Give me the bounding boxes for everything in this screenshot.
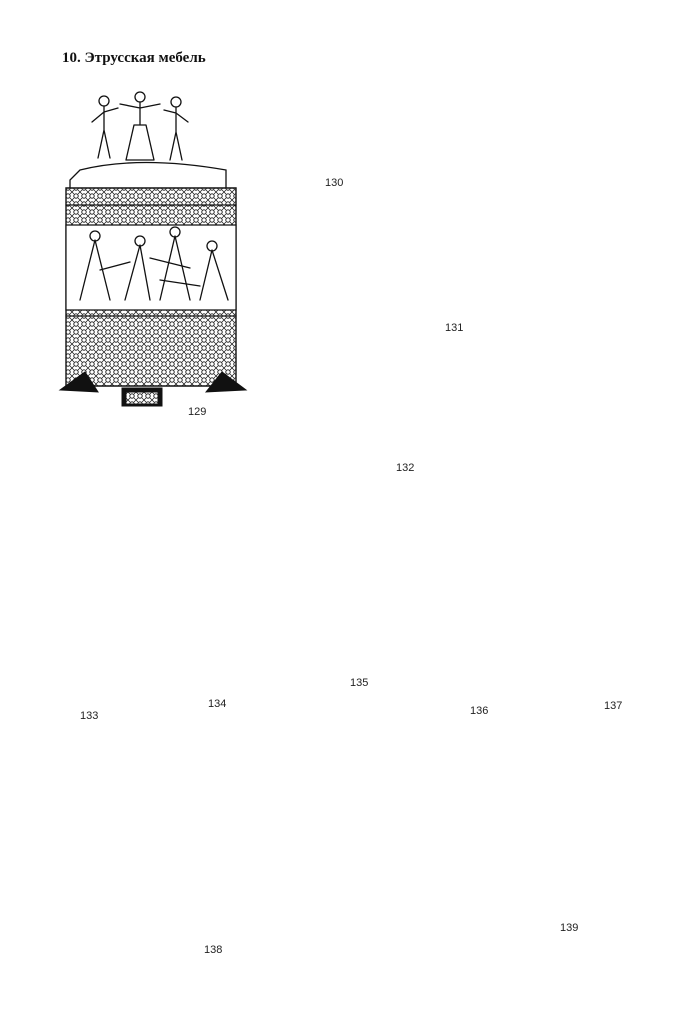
figure-number-138: 138 — [204, 944, 223, 956]
figure-129-cista — [60, 92, 246, 406]
figure-number-131: 131 — [445, 322, 464, 334]
figure-number-130: 130 — [325, 177, 344, 189]
figure-number-132: 132 — [396, 462, 415, 474]
figure-number-139: 139 — [560, 922, 579, 934]
page-title: 10. Этрусская мебель — [62, 50, 206, 66]
figure-number-137: 137 — [604, 700, 623, 712]
figure-number-135: 135 — [350, 677, 369, 689]
figure-number-133: 133 — [80, 710, 99, 722]
figure-number-136: 136 — [470, 705, 489, 717]
figure-number-129: 129 — [188, 406, 207, 418]
figure-number-134: 134 — [208, 698, 227, 710]
